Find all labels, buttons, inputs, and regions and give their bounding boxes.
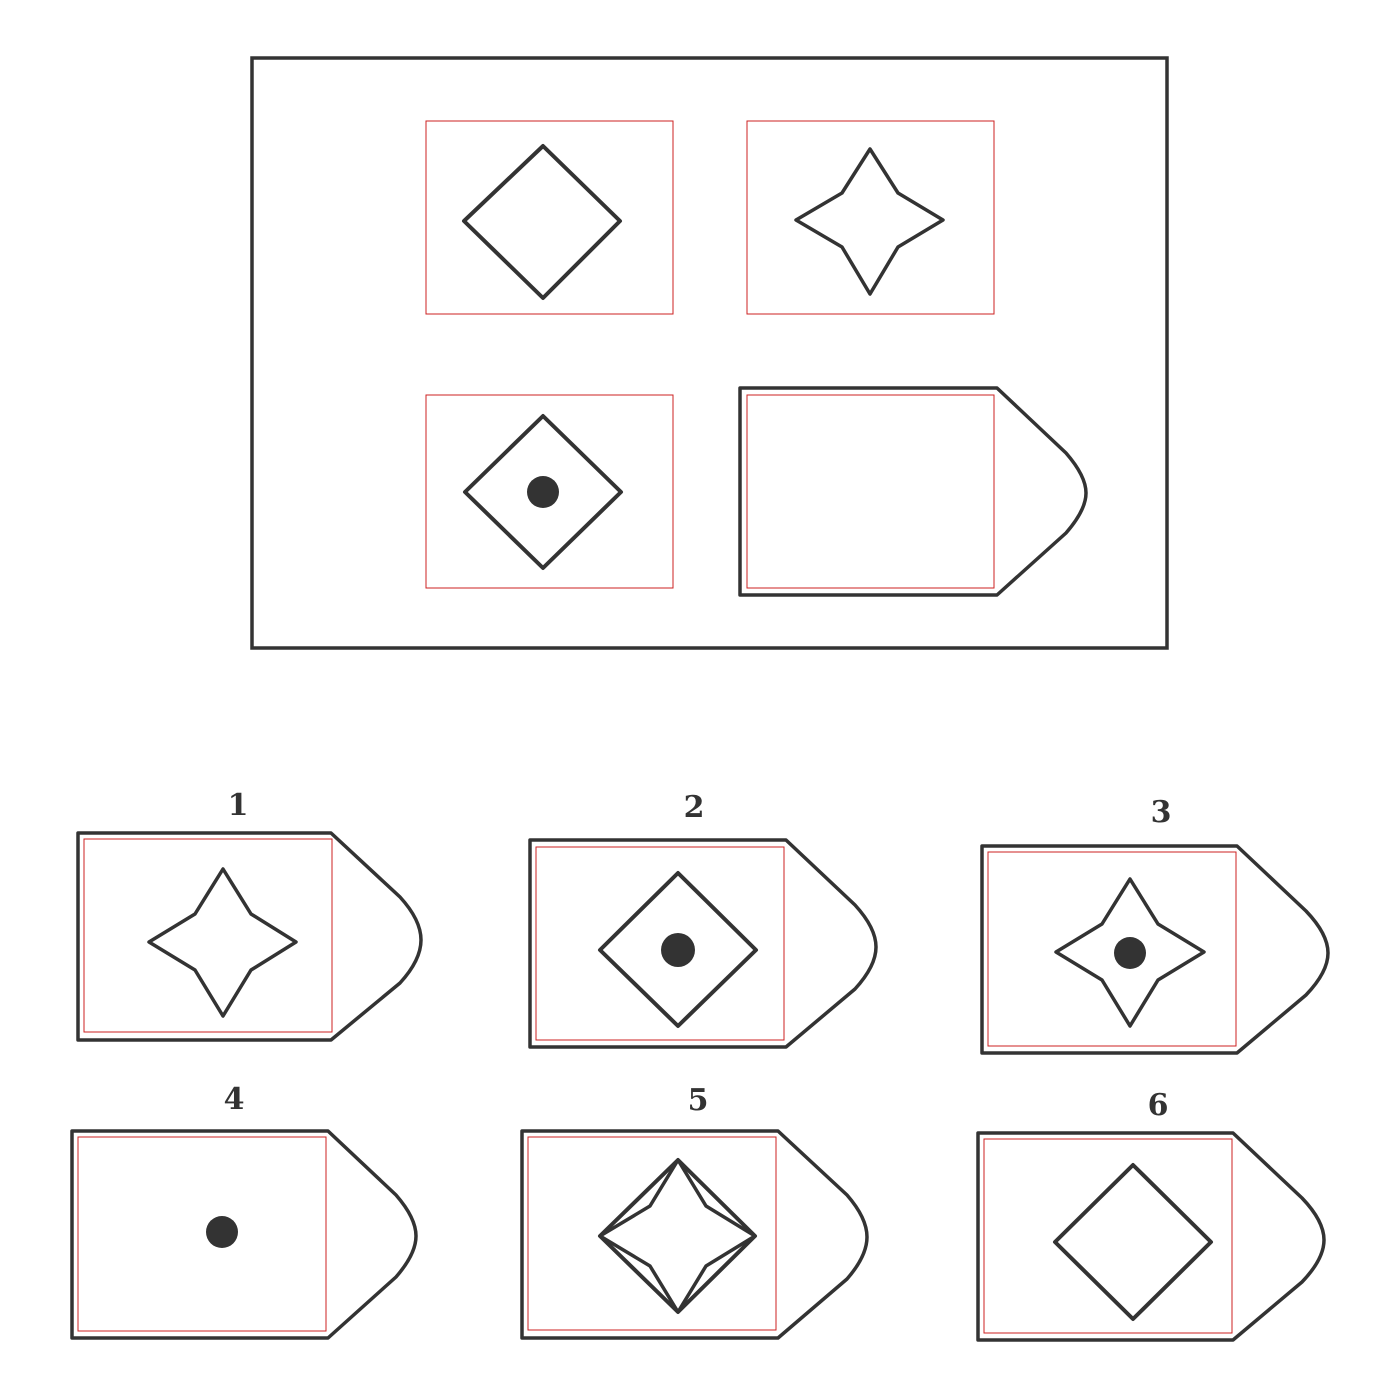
dot-shape [527, 476, 559, 508]
cell-frame [535, 846, 785, 1041]
diamond-shape [598, 871, 758, 1028]
problem-cell-missing [738, 386, 1088, 597]
dot-shape [1114, 937, 1146, 969]
cell-frame [77, 1136, 327, 1332]
cell-frame [425, 394, 674, 589]
option-3[interactable]: 3 [980, 795, 1330, 1055]
dot-shape [206, 1216, 238, 1248]
option-4[interactable]: 4 [70, 1082, 418, 1340]
problem-cell-1 [425, 120, 674, 315]
tag-outline [976, 1131, 1326, 1342]
option-6[interactable]: 6 [976, 1088, 1326, 1342]
tag-outline [738, 386, 1088, 597]
tag-outline [70, 1129, 418, 1340]
cell-frame [987, 851, 1237, 1047]
cell-frame [746, 394, 995, 589]
tag-outline [528, 838, 878, 1049]
option-label: 2 [684, 790, 705, 825]
tag-outline [980, 844, 1330, 1055]
problem-frame [250, 56, 1169, 650]
problem-cell-2 [746, 120, 995, 315]
diamond-shape [463, 414, 623, 570]
diamond-shape [462, 144, 622, 300]
option-label: 6 [1148, 1088, 1169, 1123]
cell-frame [746, 120, 995, 315]
diamond-shape [1053, 1163, 1213, 1321]
cell-frame [983, 1138, 1233, 1334]
option-label: 1 [228, 788, 249, 823]
star-shape [1054, 877, 1206, 1028]
option-1[interactable]: 1 [76, 788, 423, 1042]
tag-outline [76, 831, 423, 1042]
star-shape [598, 1158, 757, 1314]
problem-cell-3 [425, 394, 674, 589]
diamond-shape [598, 1158, 757, 1314]
star-shape [794, 147, 945, 296]
star-shape [147, 867, 298, 1018]
option-2[interactable]: 2 [528, 790, 878, 1049]
cell-frame [425, 120, 674, 315]
option-label: 4 [224, 1082, 245, 1117]
dot-shape [661, 933, 695, 967]
tag-outline [520, 1129, 869, 1340]
option-label: 3 [1151, 795, 1172, 830]
option-5[interactable]: 5 [520, 1083, 869, 1340]
cell-frame [83, 838, 333, 1033]
cell-frame [527, 1136, 777, 1331]
option-label: 5 [688, 1083, 709, 1118]
